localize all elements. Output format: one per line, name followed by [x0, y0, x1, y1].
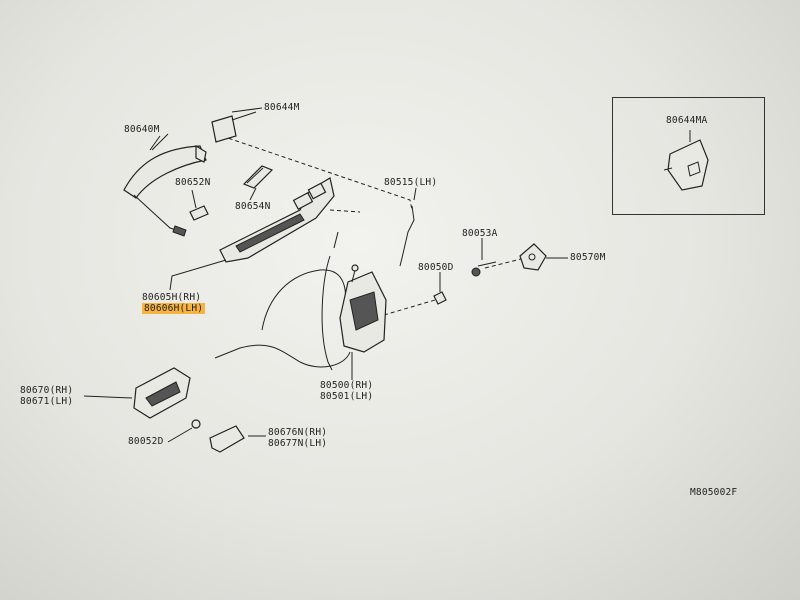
label-80605H: 80605H(RH) — [142, 292, 202, 303]
label-80500: 80500(RH) — [320, 380, 374, 391]
dashed-link-line — [383, 299, 436, 316]
part-80676N — [209, 425, 245, 453]
inset-box — [612, 97, 765, 215]
part-80500 — [339, 264, 387, 353]
leader-line — [83, 395, 133, 399]
label-80670: 80670(RH) — [20, 385, 74, 396]
label-80644M: 80644M — [264, 102, 300, 113]
part-80644MA — [663, 130, 709, 191]
label-80050D: 80050D — [418, 262, 454, 273]
lock-cable — [333, 231, 339, 249]
dashed-link-line — [329, 209, 361, 213]
label-80652N: 80652N — [175, 177, 211, 188]
part-80052D — [191, 419, 201, 429]
label-80606H: 80606H(LH) — [142, 303, 206, 314]
lock-cable — [214, 344, 351, 368]
leader-line — [191, 189, 197, 209]
diagram-id: M805002F — [690, 487, 738, 498]
label-80677N: 80677N(LH) — [268, 438, 328, 449]
lock-cable — [321, 255, 333, 371]
leader-line — [231, 107, 263, 113]
label-80644MA: 80644MA — [666, 115, 708, 126]
label-80053A: 80053A — [462, 228, 498, 239]
label-80671: 80671(LH) — [20, 396, 74, 407]
label-80654N: 80654N — [235, 201, 271, 212]
lock-cable — [261, 269, 346, 331]
label-80515: 80515(LH) — [384, 177, 438, 188]
part-80053A — [471, 261, 497, 277]
label-80570M: 80570M — [570, 252, 606, 263]
label-80640M: 80640M — [124, 124, 160, 135]
part-80050D — [433, 291, 447, 305]
part-80515 — [399, 205, 415, 267]
part-80605H — [219, 177, 335, 263]
leader-line — [249, 187, 257, 201]
label-80606H-text: 80606H(LH) — [142, 303, 206, 314]
label-80676N: 80676N(RH) — [268, 427, 328, 438]
part-80644M — [211, 111, 257, 143]
leader-line — [167, 427, 193, 443]
part-80652N — [189, 205, 209, 221]
label-80501: 80501(LH) — [320, 391, 374, 402]
part-80570M — [519, 243, 547, 271]
leader-line — [413, 187, 417, 201]
label-80052D: 80052D — [128, 436, 164, 447]
leader-line — [151, 133, 169, 151]
part-80670 — [133, 367, 191, 419]
part-80654N — [242, 165, 274, 189]
dashed-link-line — [221, 135, 413, 211]
leader-line — [169, 259, 227, 291]
part-80640M — [123, 135, 207, 237]
